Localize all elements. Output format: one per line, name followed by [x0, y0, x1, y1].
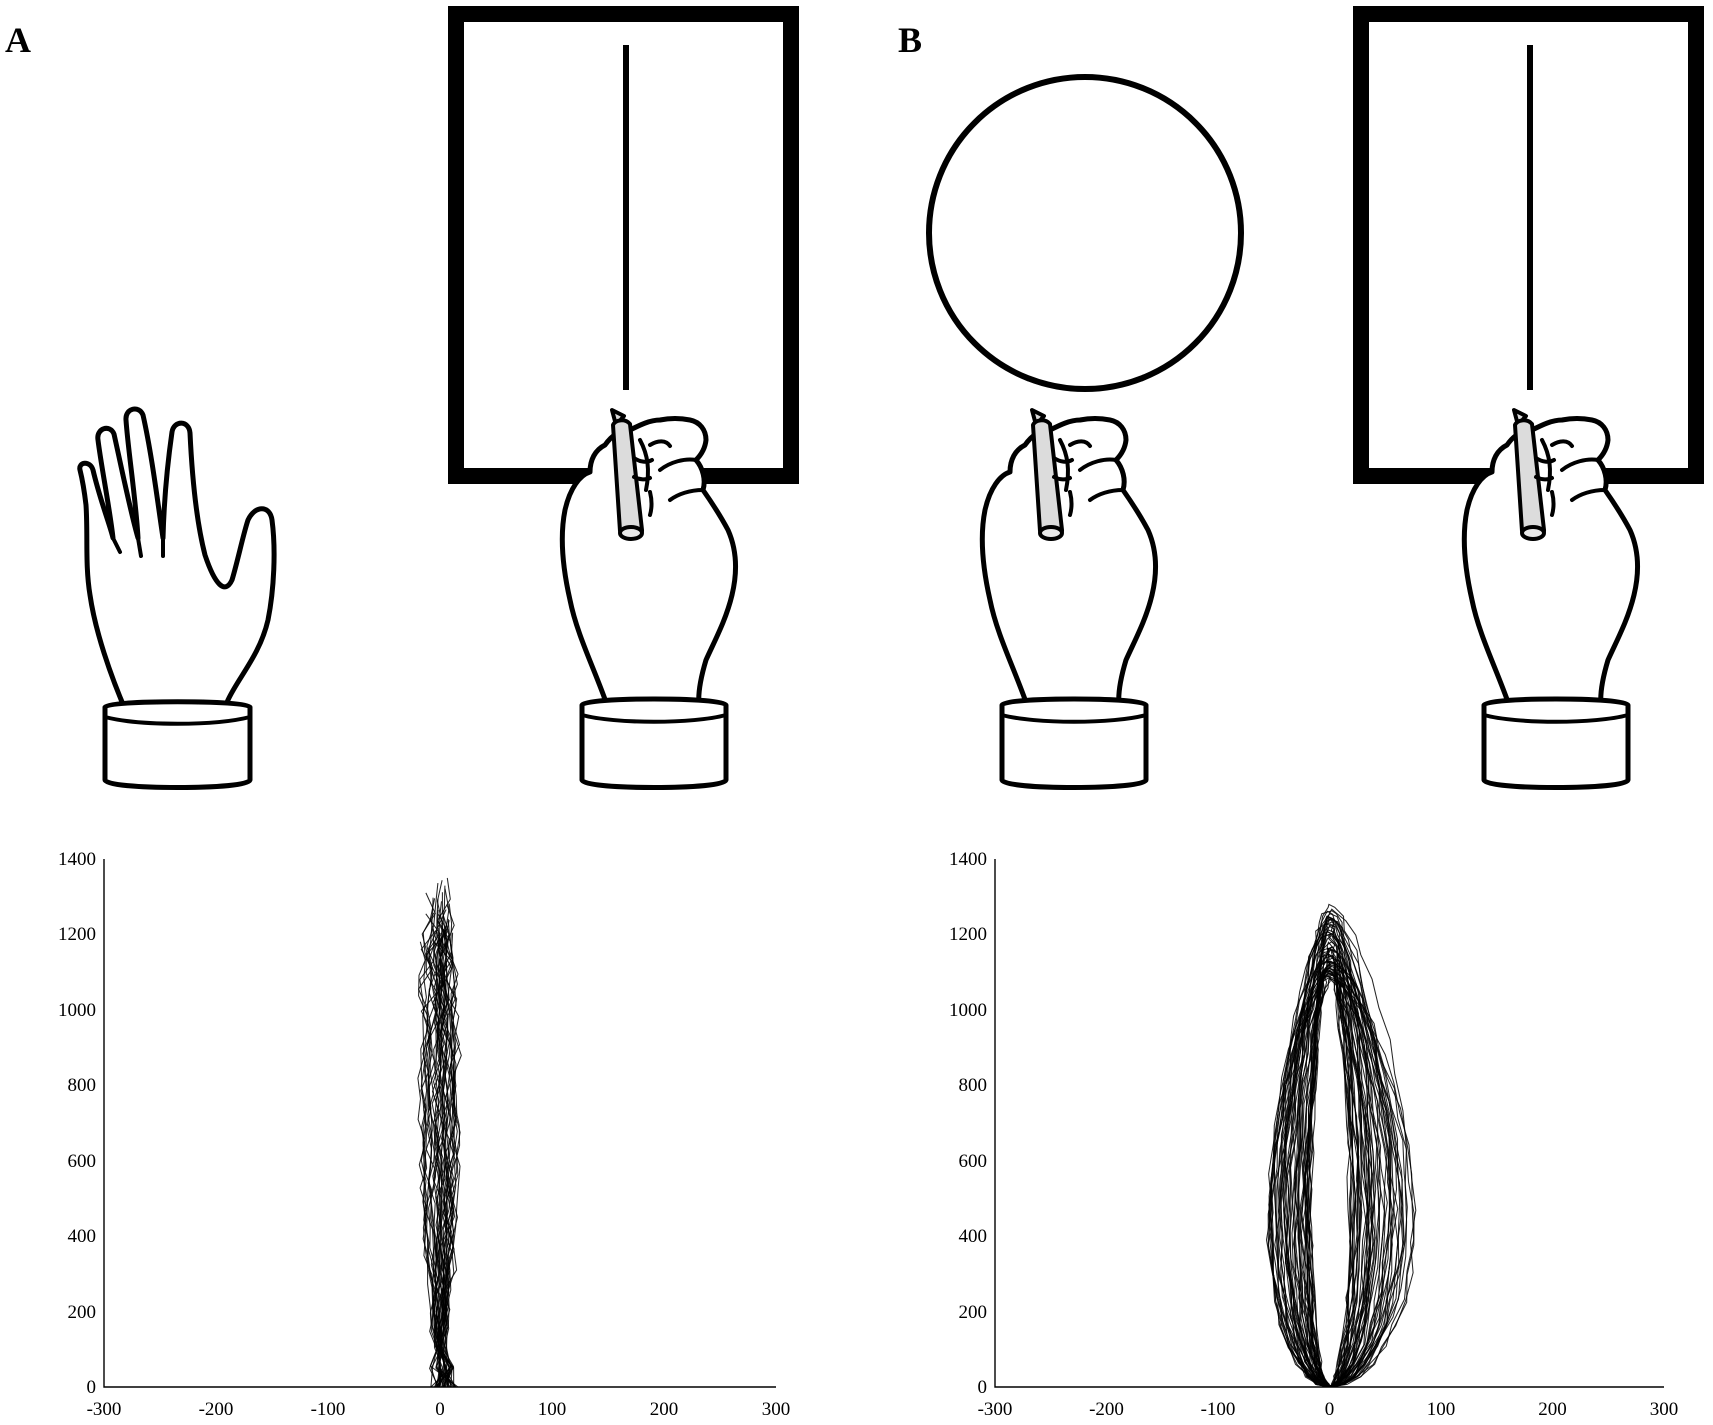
circle-target [926, 74, 1244, 392]
y-tick-label: 1200 [949, 924, 987, 945]
y-tick-label: 1400 [949, 849, 987, 870]
y-tick-label: 400 [959, 1226, 988, 1247]
chart-b-ticks: 0 200 400 600 800 1000 1200 1400 -300 -2… [949, 849, 1678, 1420]
x-tick-label: 100 [1427, 1399, 1456, 1420]
trajectory-trace [1283, 910, 1380, 1388]
trajectory-trace [1287, 932, 1356, 1388]
trajectory-trace [1300, 971, 1404, 1388]
trajectory-trace [417, 892, 450, 1388]
chart-b-traces [1265, 903, 1417, 1388]
y-tick-label: 0 [87, 1377, 97, 1398]
drawing-board-a [448, 6, 799, 484]
x-tick-label: -200 [199, 1399, 234, 1420]
y-tick-label: 200 [959, 1302, 988, 1323]
x-tick-label: -100 [1201, 1399, 1236, 1420]
x-tick-label: -300 [978, 1399, 1013, 1420]
y-tick-label: 600 [68, 1151, 97, 1172]
x-tick-label: 200 [650, 1399, 679, 1420]
trajectory-trace [1274, 972, 1363, 1388]
trajectory-trace [1298, 903, 1392, 1388]
x-tick-label: 300 [762, 1399, 791, 1420]
chart-a-ticks: 0 200 400 600 800 1000 1200 1400 -300 -2… [58, 849, 790, 1420]
trajectory-trace [1280, 925, 1360, 1388]
trajectory-trace [1290, 947, 1381, 1388]
y-tick-label: 0 [978, 1377, 988, 1398]
trajectory-trace [427, 897, 455, 1388]
y-tick-label: 800 [959, 1075, 988, 1096]
trajectory-trace [1308, 918, 1359, 1388]
trajectory-trace [439, 903, 461, 1388]
y-tick-label: 1000 [949, 1000, 987, 1021]
x-tick-label: 100 [538, 1399, 567, 1420]
x-tick-label: -100 [311, 1399, 346, 1420]
x-tick-label: -200 [1089, 1399, 1124, 1420]
panel-a: A 0 200 400 600 800 1000 1200 1400 -300 … [5, 6, 799, 1420]
open-hand-icon [80, 409, 274, 788]
y-tick-label: 800 [68, 1075, 97, 1096]
y-tick-label: 1200 [58, 924, 96, 945]
chart-b-axes [994, 859, 1664, 1388]
chart-a: 0 200 400 600 800 1000 1200 1400 -300 -2… [58, 849, 790, 1420]
trajectory-trace [428, 935, 446, 1388]
x-tick-label: 0 [1325, 1399, 1335, 1420]
trajectory-trace [437, 921, 456, 1388]
x-tick-label: 0 [435, 1399, 445, 1420]
panel-b: B 0 200 400 600 800 1000 1200 1400 -300 [898, 6, 1704, 1420]
chart-a-axes [103, 859, 776, 1388]
panel-letter-b: B [898, 20, 922, 60]
pencil-hand-icon [982, 410, 1155, 788]
chart-b: 0 200 400 600 800 1000 1200 1400 -300 -2… [949, 849, 1678, 1420]
trajectory-trace [1269, 975, 1415, 1388]
trajectory-trace [1270, 969, 1385, 1388]
drawing-board-b [1353, 6, 1704, 484]
x-tick-label: -300 [87, 1399, 122, 1420]
trajectory-trace [1301, 977, 1405, 1388]
trajectory-trace [420, 935, 444, 1388]
trajectory-trace [438, 921, 458, 1388]
trajectory-trace [1287, 913, 1393, 1388]
y-tick-label: 1400 [58, 849, 96, 870]
trajectory-trace [1307, 908, 1408, 1388]
trajectory-trace [425, 909, 455, 1388]
chart-a-traces [417, 877, 462, 1388]
trajectory-trace [440, 892, 453, 1388]
y-tick-label: 200 [68, 1302, 97, 1323]
trajectory-trace [1285, 921, 1371, 1388]
y-tick-label: 400 [68, 1226, 97, 1247]
panel-letter-a: A [5, 20, 31, 60]
trajectory-trace [1306, 945, 1357, 1388]
trajectory-trace [436, 938, 446, 1388]
y-tick-label: 600 [959, 1151, 988, 1172]
trajectory-trace [1289, 930, 1369, 1388]
x-tick-label: 300 [1650, 1399, 1679, 1420]
y-tick-label: 1000 [58, 1000, 96, 1021]
x-tick-label: 200 [1538, 1399, 1567, 1420]
